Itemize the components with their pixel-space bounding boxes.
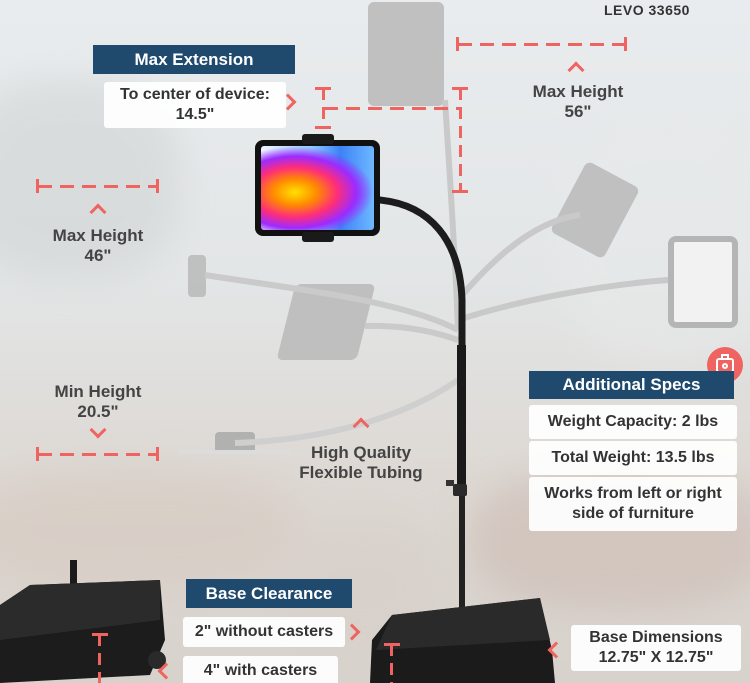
height-tick [452, 190, 468, 193]
works-line1: Works from left or right [544, 485, 722, 502]
tubing-line2: Flexible Tubing [299, 463, 423, 482]
clearance-without-casters: 2" without casters [183, 617, 345, 647]
works-line2: side of furniture [572, 505, 694, 522]
max-height-46-line1: Max Height [52, 226, 144, 245]
total-weight: Total Weight: 13.5 lbs [529, 441, 737, 475]
max-height-46-line2: 46" [84, 246, 112, 265]
ghost-clamp-left [188, 255, 206, 297]
ghost-tablet-top [368, 2, 444, 106]
max-height-56-tick [624, 37, 627, 51]
max-extension-line2: 14.5" [175, 106, 215, 123]
extension-tick [315, 126, 331, 129]
max-height-46-line [38, 185, 158, 188]
max-height-56-tick [456, 37, 459, 51]
clearance-line-left [98, 634, 101, 683]
extension-horizontal-line [324, 107, 462, 110]
max-height-56-line [458, 43, 626, 46]
tablet-clamp-top [302, 134, 334, 144]
min-height-tick [36, 447, 39, 461]
model-number: LEVO 33650 [604, 2, 690, 18]
additional-specs-header: Additional Specs [529, 371, 734, 399]
height-tick [452, 87, 468, 90]
tubing-label: High Quality Flexible Tubing [286, 443, 436, 483]
max-height-56-line2: 56" [564, 102, 592, 121]
base-dimensions-line1: Base Dimensions [589, 629, 723, 646]
tubing-line1: High Quality [310, 443, 412, 462]
max-height-56-label: Max Height 56" [520, 82, 636, 122]
tablet-clamp-bottom [302, 232, 334, 242]
min-height-line2: 20.5" [77, 402, 119, 421]
clearance-with-casters: 4" with casters [183, 656, 338, 683]
clearance-line-main [390, 644, 393, 683]
min-height-label: Min Height 20.5" [38, 382, 158, 422]
max-height-46-label: Max Height 46" [40, 226, 156, 266]
max-extension-text: To center of device: 14.5" [104, 82, 286, 128]
max-height-46-tick [36, 179, 39, 193]
max-height-56-line1: Max Height [532, 82, 624, 101]
base-dimensions: Base Dimensions 12.75" X 12.75" [571, 625, 741, 671]
extension-vertical-line [322, 88, 325, 126]
base-dimensions-line2: 12.75" X 12.75" [598, 649, 714, 666]
weight-capacity: Weight Capacity: 2 lbs [529, 405, 737, 439]
min-height-line1: Min Height [54, 382, 142, 401]
height-vertical-line [459, 88, 462, 192]
works-from-side: Works from left or right side of furnitu… [529, 477, 737, 531]
min-height-tick [156, 447, 159, 461]
tablet-screen [261, 146, 374, 230]
max-height-46-tick [156, 179, 159, 193]
base-clearance-header: Base Clearance [186, 579, 352, 608]
min-height-line [38, 453, 158, 456]
max-extension-line1: To center of device: [120, 86, 270, 103]
extension-tick [315, 87, 331, 90]
max-extension-header: Max Extension [93, 45, 295, 74]
ghost-tablet-right [668, 236, 738, 328]
tablet-device [255, 140, 380, 236]
